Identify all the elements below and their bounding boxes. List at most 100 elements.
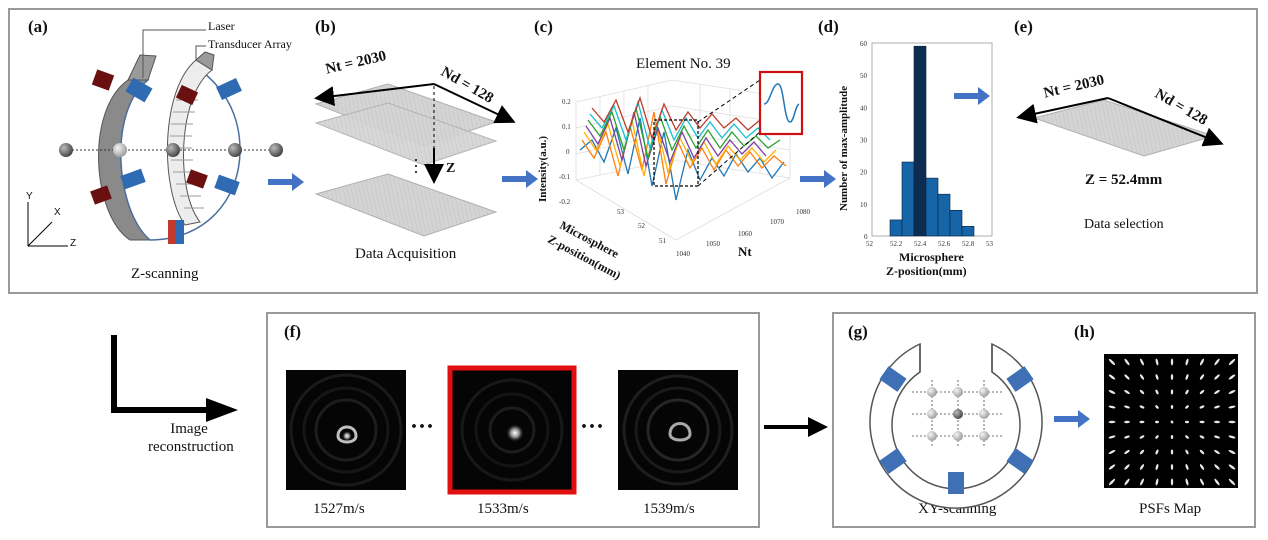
psf-dot bbox=[1199, 435, 1205, 439]
psf-dot bbox=[1170, 374, 1174, 380]
panel-g-label: (g) bbox=[848, 322, 868, 341]
psf-dot bbox=[1214, 464, 1220, 470]
nt-arrow-b bbox=[314, 83, 435, 107]
nt-axis-label: Nt bbox=[738, 244, 752, 259]
psf-dot bbox=[1139, 405, 1145, 409]
psf-dot bbox=[1214, 358, 1220, 366]
psf-dot bbox=[1214, 449, 1220, 455]
psf-dot bbox=[1124, 449, 1130, 455]
psf-dot bbox=[1228, 390, 1236, 394]
hist-bar-52.4 bbox=[913, 45, 927, 237]
psf-dot bbox=[1170, 405, 1174, 409]
image-recon-elbow bbox=[111, 335, 214, 413]
psf-dot bbox=[1140, 478, 1144, 486]
hist-xtick-4: 52.8 bbox=[962, 240, 975, 248]
psf-dot bbox=[1170, 449, 1174, 455]
c-ytick-4: -0.1 bbox=[559, 173, 571, 181]
hist-ytick-0: 0 bbox=[864, 233, 868, 241]
waterfall-tick-labels: 0.2 0.1 0 -0.1 -0.2 53 52 51 1040 1050 1… bbox=[559, 98, 811, 258]
psf-dot bbox=[1170, 463, 1174, 471]
nt-arrow-e bbox=[1016, 97, 1109, 124]
speed-caption-1539: 1539m/s bbox=[643, 501, 695, 517]
arrow-d-to-e bbox=[954, 87, 990, 105]
vertical-ellipsis bbox=[415, 159, 417, 173]
psf-dot bbox=[1108, 390, 1116, 394]
psf-dot bbox=[1140, 358, 1144, 366]
psf-dot bbox=[1139, 449, 1145, 455]
z-arrow-label: Z bbox=[446, 161, 456, 176]
speed-caption-1533: 1533m/s bbox=[477, 501, 529, 517]
psf-dot bbox=[1155, 435, 1159, 439]
psf-dot bbox=[1228, 420, 1236, 424]
psf-dot bbox=[1228, 435, 1236, 439]
waterfall-plot bbox=[575, 70, 804, 241]
c-ztick-2: 52 bbox=[638, 222, 646, 230]
psf-dot bbox=[1214, 389, 1220, 395]
psf-dot bbox=[1108, 464, 1116, 470]
psf-dot bbox=[1124, 358, 1130, 366]
c-nttick-1: 1040 bbox=[676, 250, 691, 258]
psf-dot bbox=[1199, 405, 1205, 409]
hist-xtick-2: 52.4 bbox=[914, 240, 927, 248]
panel-b-label: (b) bbox=[315, 17, 336, 36]
c-nttick-2: 1050 bbox=[706, 240, 721, 248]
hist-ytick-5: 50 bbox=[860, 72, 868, 80]
hist-ytick-1: 10 bbox=[860, 201, 868, 209]
psf-dot bbox=[1108, 374, 1116, 380]
coordinate-axes-icon bbox=[27, 202, 68, 247]
image-reconstruction-caption: Image reconstruction bbox=[148, 421, 234, 455]
psf-dot bbox=[1185, 374, 1189, 380]
psf-dot bbox=[1124, 374, 1130, 380]
recon-image-1527 bbox=[286, 370, 406, 490]
transducer-ring bbox=[98, 51, 241, 241]
psf-dot bbox=[1213, 420, 1221, 424]
psf-dot bbox=[1185, 478, 1189, 486]
psf-dot bbox=[1170, 420, 1174, 424]
hist-bar-52.7 bbox=[949, 209, 963, 237]
acquisition-planes bbox=[314, 83, 498, 237]
psfs-map-caption: PSFs Map bbox=[1139, 501, 1202, 517]
psf-dot bbox=[1214, 478, 1220, 486]
psf-dot bbox=[1124, 435, 1130, 439]
transducer-elements bbox=[90, 69, 242, 244]
psf-dot bbox=[1214, 405, 1220, 409]
hist-bar-52.5 bbox=[925, 177, 939, 237]
c-nttick-3: 1060 bbox=[738, 230, 753, 238]
nd-arrow-e bbox=[1107, 97, 1224, 147]
c-ytick-1: 0.2 bbox=[562, 98, 571, 106]
hist-bar-52.6 bbox=[937, 193, 951, 237]
panel-e-label: (e) bbox=[1014, 17, 1033, 36]
psf-dot bbox=[1199, 464, 1205, 470]
psf-dot bbox=[1170, 478, 1174, 486]
psf-dot bbox=[1155, 464, 1159, 470]
psf-dot bbox=[1124, 464, 1130, 470]
psf-dot bbox=[1124, 420, 1130, 424]
hist-ytick-6: 60 bbox=[860, 40, 868, 48]
axis-y-label: Y bbox=[26, 191, 33, 202]
psf-dot bbox=[1228, 478, 1236, 486]
leader-lines bbox=[142, 29, 206, 78]
psf-dot bbox=[1199, 374, 1205, 380]
psf-dot bbox=[1199, 358, 1205, 366]
psf-dot bbox=[1184, 420, 1190, 424]
psf-dot bbox=[1124, 389, 1130, 395]
panel-f-label: (f) bbox=[284, 322, 301, 341]
psf-dot bbox=[1228, 405, 1236, 409]
arrow-f-to-g-head bbox=[808, 417, 828, 437]
c-ytick-2: 0.1 bbox=[562, 123, 571, 131]
psf-dot bbox=[1139, 389, 1145, 395]
c-ytick-5: -0.2 bbox=[559, 198, 571, 206]
psf-dot bbox=[1124, 478, 1130, 486]
psf-dot bbox=[1155, 478, 1159, 486]
transducer-array-label: Transducer Array bbox=[208, 37, 292, 51]
psf-dot bbox=[1170, 434, 1174, 440]
psf-dot bbox=[1199, 449, 1205, 455]
arrow-a-to-b bbox=[268, 173, 304, 191]
nd-arrow-b bbox=[433, 83, 516, 124]
psf-dot bbox=[1199, 478, 1205, 486]
psf-dot bbox=[1214, 374, 1220, 380]
hist-xtick-3: 52.6 bbox=[938, 240, 951, 248]
psf-dot bbox=[1185, 464, 1189, 470]
